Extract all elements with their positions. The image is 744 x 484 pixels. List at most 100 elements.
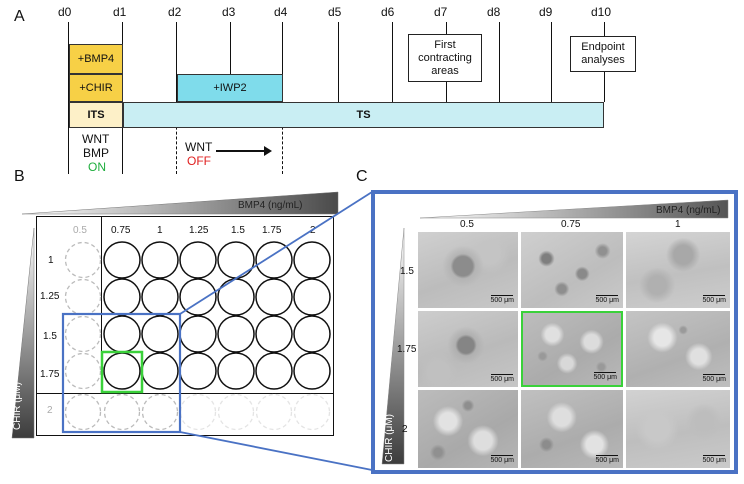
wnt-off-line1: WNT [185,140,213,154]
day-label-d2: d2 [168,5,182,19]
first-contracting-callout: First contracting areas [408,34,482,82]
panel-c-bmp4-label: BMP4 (ng/mL) [656,205,721,216]
well [217,315,255,353]
panel-b-letter: B [14,168,25,185]
bmp4-col-label: 0.5 [73,225,87,236]
bmp4-axis-label: BMP4 (ng/mL) [238,200,303,211]
micrograph: 500 μm [626,311,730,387]
micrograph: 500 μm [626,390,730,468]
scale-bar-label: 500 μm [595,297,620,304]
scale-bar: 500 μm [490,294,515,306]
well [217,352,255,390]
iwp2-box: +IWP2 [177,74,283,102]
panel-c-chir-row: 1.75 [397,344,417,355]
micrograph: 500 μm [626,232,730,308]
bmp4-col-label: 1.75 [262,225,282,236]
panel-c-chir-label: CHIR (μM) [383,414,395,462]
well [293,352,331,390]
well-unused [217,393,255,431]
day-label-d9: d9 [539,5,553,19]
panel-c-bmp4-col: 0.75 [561,219,581,230]
endpoint-line1: Endpoint [581,41,625,53]
scale-bar: 500 μm [702,373,727,385]
well [103,241,141,279]
well-unused [103,393,141,431]
scale-bar-label: 500 μm [702,376,727,383]
scale-bar-label: 500 μm [595,457,620,464]
panel-c-bmp4-col: 0.5 [460,219,474,230]
day-label-d5: d5 [328,5,342,19]
bmp4-col-label: 1.5 [231,225,245,236]
tick-d0 [68,22,69,174]
well-unused [179,393,217,431]
well-unused [64,393,102,431]
panel-c-chir-row: 2 [402,424,408,435]
well [179,241,217,279]
micrograph: 500 μm [418,390,518,468]
well [293,315,331,353]
panel-a-letter: A [14,8,25,25]
well [141,241,179,279]
well-unused [64,241,102,279]
day-label-d0: d0 [58,5,72,19]
micrograph: 500 μm [418,311,518,387]
chir-row-label: 1 [48,255,54,266]
highlight-well-box [100,350,144,394]
chir-row-label: 2 [47,405,53,416]
well [141,315,179,353]
well-unused [64,278,102,316]
tick-d4 [282,22,283,102]
panel-c-letter: C [356,168,368,185]
endpoint-callout: Endpoint analyses [570,36,636,72]
scale-bar: 500 μm [702,454,727,466]
first-contracting-line2: contracting [418,51,472,64]
day-label-d3: d3 [222,5,236,19]
panel-c-chir-row: 1.5 [400,266,414,277]
endpoint-line2: analyses [581,54,625,66]
plate-column-divider [101,217,102,393]
well [179,278,217,316]
scale-bar: 500 μm [595,294,620,306]
scale-bar-label: 500 μm [490,376,515,383]
scale-bar: 500 μm [490,454,515,466]
day-label-d7: d7 [434,5,448,19]
chir-gradient-wedge [11,227,35,439]
scale-bar: 500 μm [595,454,620,466]
tick-d9 [551,22,552,102]
well [255,315,293,353]
chir-row-label: 1.75 [40,369,60,380]
well-plate-grid [61,241,331,434]
first-contracting-line1: First [434,38,456,51]
well-unused [64,352,102,390]
tick-d6 [392,22,393,102]
well-unused [64,315,102,353]
well-unused [293,393,331,431]
tick-d2 [176,22,177,102]
well [293,278,331,316]
bmp4-col-label: 0.75 [111,225,131,236]
selection-box [61,312,182,434]
well [293,241,331,279]
chir-row-label: 1.5 [43,331,57,342]
tick-d5 [338,22,339,102]
bmp4-col-label: 1 [157,225,163,236]
wnt-on-line2: BMP [83,146,110,160]
well [255,278,293,316]
scale-bar-label: 500 μm [490,297,515,304]
day-label-d1: d1 [113,5,127,19]
scale-bar-label: 500 μm [702,297,727,304]
wnt-off-line2: OFF [187,154,211,168]
scale-bar-label: 500 μm [702,457,727,464]
micrograph-highlighted: 500 μm [521,311,623,387]
tick-d4-dashed [282,102,283,174]
scale-bar-label: 500 μm [490,457,515,464]
bmp4-box: +BMP4 [69,44,123,74]
wnt-on-line3: ON [88,160,106,174]
day-label-d10: d10 [591,5,612,19]
chir-row-label: 1.25 [40,291,60,302]
micrograph: 500 μm [521,390,623,468]
bmp4-gradient-wedge [21,191,339,215]
panel-c-bmp4-col: 1 [675,219,681,230]
bmp4-col-label: 1.25 [189,225,209,236]
